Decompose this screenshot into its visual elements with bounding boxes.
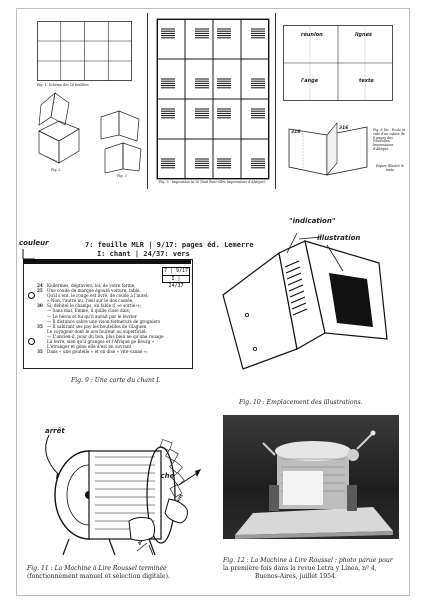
booklet-bottom-note: Papier Illustré le texte <box>376 164 404 172</box>
verse-line: L'étranger et gène elle d'est en ouvrant <box>47 344 132 350</box>
verse-line: La terre, sien qu'il granges et l'Afriqu… <box>47 339 155 345</box>
machine-photo <box>223 415 399 539</box>
verse-number: 24 <box>37 283 43 288</box>
fig12-caption-line1: Fig. 12 : La Machine à Lire Roussel : ph… <box>223 557 393 564</box>
sheet-grid-diagram <box>37 21 132 81</box>
card-verse-numbers: 24 25 30 35 35 <box>37 283 43 354</box>
card-punch-hole-top <box>28 292 35 299</box>
verse-number: 35 <box>37 323 43 329</box>
book-right-caption: Fig. 3 <box>117 174 127 178</box>
imposition-cell <box>240 98 270 140</box>
verse-line: — Le héros et lui qu'il aurait par le lé… <box>47 313 137 319</box>
verse-line: Si, débitel le champs, en fable (l »e so… <box>47 303 141 309</box>
book-left-caption: Fig. 2 <box>51 168 61 172</box>
card-header-line2: I: chant | 24/37: vers <box>97 250 190 258</box>
imposition-cell <box>212 58 242 100</box>
imposition-cell <box>156 58 186 100</box>
verse-line: — Il sabirant ses pay les bouteilles de … <box>47 323 147 329</box>
cell-label-ange: l'ange <box>301 78 319 84</box>
reading-machine-drawing <box>45 434 201 556</box>
four-cell-diagram <box>283 25 393 101</box>
illustration-label: illustration <box>317 234 361 242</box>
folded-booklet-diagram <box>288 122 368 176</box>
imposition-caption: Fig. 5 : Imposition in-16 (huit Pour-ell… <box>159 180 266 184</box>
verse-line: — L'ancien-il, pour du bon, plus bien ne… <box>47 333 164 339</box>
imposition-cell <box>212 18 242 60</box>
document-page: Fig. 1. Schéma des 16 feuillets Fig. 2 F… <box>16 8 410 596</box>
fig11-caption-line1: Fig. 11 : La Machine à Lire Roussel term… <box>27 565 167 572</box>
imposition-cell <box>184 138 214 180</box>
column-divider-1 <box>147 13 148 189</box>
cell-label-lignes: lignes <box>355 32 372 38</box>
card-header-line1: 7: feuille MLR | 9/17: pages éd. Lemerre <box>85 241 254 249</box>
indication-label: "indication" <box>289 217 336 225</box>
imposition-cell <box>156 138 186 180</box>
booklet-page-number-left: 316 <box>291 130 301 135</box>
illustration-placement-diagram <box>222 232 388 370</box>
open-book-left-diagram <box>38 92 80 164</box>
couleur-label: couleur <box>19 239 49 247</box>
grid-caption: Fig. 1. Schéma des 16 feuillets <box>37 83 89 87</box>
imposition-cell <box>240 58 270 100</box>
imposition-cell <box>184 58 214 100</box>
cell-label-texte: texte <box>359 78 374 84</box>
verse-line: « Non, l'autre au, l'œil sur le dos cass… <box>47 298 134 304</box>
verse-number: 35 <box>37 349 43 355</box>
column-divider-2 <box>275 13 276 189</box>
imposition-cell <box>212 138 242 180</box>
machine-photo-content <box>235 430 393 539</box>
verse-line: Kollermes, dégravers, loi, de votre ferm… <box>47 283 136 288</box>
fig9-caption: Fig. 9 : Une carte du chant I. <box>71 377 161 384</box>
imposition-cell <box>184 18 214 60</box>
fig12-caption-line3: Buenos-Aires, juillet 1954. <box>255 573 337 580</box>
verse-line: Dans « une goutelle » et on dise « vite-… <box>47 349 148 355</box>
card-box-line1: 7 | 9/17 <box>163 268 189 274</box>
card-punch-hole-bottom <box>28 338 35 345</box>
fig12-caption-line2: la première fois dans la revue Letra y L… <box>223 565 377 572</box>
imposition-cell <box>184 98 214 140</box>
imposition-grid-diagram <box>156 18 270 180</box>
card-box-line2: I | 24/37 <box>163 275 189 290</box>
verse-line: Une coude de marque égouté voiture, tabl… <box>47 288 141 294</box>
booklet-page-number-right: 316 <box>339 126 349 131</box>
card-reference-box: 7 | 9/17 I | 24/37 <box>162 267 190 289</box>
imposition-cell <box>240 18 270 60</box>
verse-line: Qu'il s'ent, le rouge est livré, de coud… <box>47 293 149 299</box>
imposition-cell <box>156 98 186 140</box>
fig10-caption: Fig. 10 : Emplacement des illustrations. <box>239 399 363 406</box>
arret-label: arrêt <box>45 427 65 435</box>
card-color-band <box>23 259 191 264</box>
fig11-caption-line2: (fonctionnement manuel et sélection digi… <box>27 573 170 580</box>
cell-label-reunion: réunion <box>301 32 323 38</box>
open-book-right-diagram <box>100 110 142 174</box>
imposition-cell <box>212 98 242 140</box>
folded-booklet-note: Fig. 6 bis : Ecolo et vide d'un cahier d… <box>373 128 406 151</box>
imposition-cell <box>156 18 186 60</box>
imposition-cell <box>240 138 270 180</box>
verse-line: — Sans mal, Emmé, il quille close dais; <box>47 308 131 314</box>
verse-line: Le voyageur dont le ace foureur au super… <box>47 328 147 334</box>
card-verse-text: Kollermes, dégravers, loi, de votre ferm… <box>47 283 189 354</box>
verse-line: — Il distance sabre une vison fermeturs … <box>47 318 161 324</box>
verse-number: 25 <box>37 288 43 294</box>
verse-number: 30 <box>37 303 43 309</box>
